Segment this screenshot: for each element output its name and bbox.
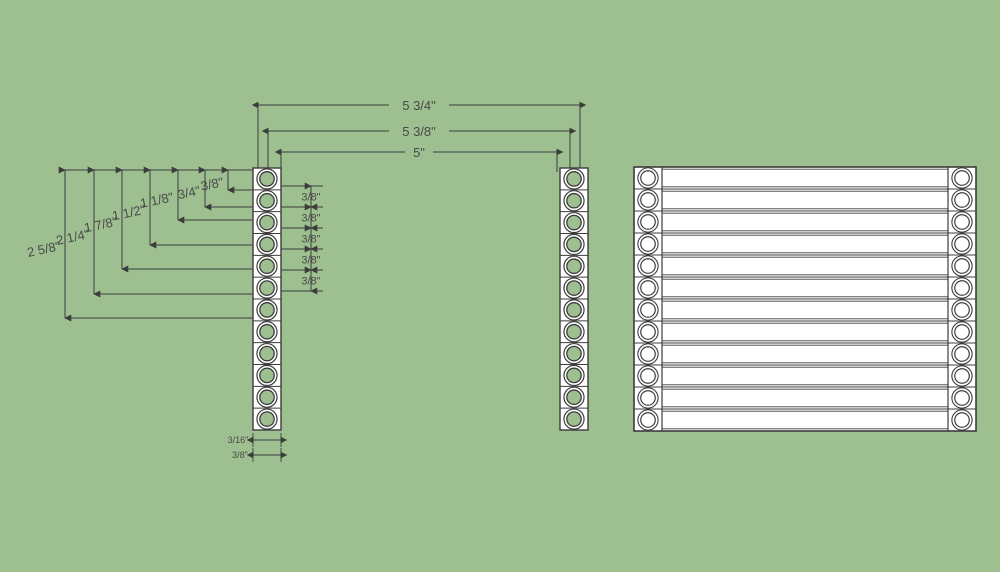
bottom-dimension: 3/8" (232, 448, 288, 462)
rung-end-bore (954, 258, 970, 274)
pitch-dimension-group: 3/8" 3/8" 3/8" 3/8" 3/8" (281, 182, 323, 295)
vertical-dimension-label: 1 7/8" (83, 214, 119, 236)
rung-end-bore (954, 192, 970, 208)
hole-bore (259, 323, 275, 340)
hole-bore (566, 302, 582, 318)
horizontal-dimension: 5 3/4" (251, 98, 587, 172)
rung-end-bore (640, 412, 656, 428)
pitch-dimension-label: 3/8" (301, 213, 320, 225)
rung-end-bore (640, 390, 656, 406)
pitch-dimension-label: 3/8" (301, 234, 320, 246)
rung-end-bore (954, 302, 970, 318)
rung-end-bore (954, 324, 970, 340)
rung-end-bore (954, 368, 970, 384)
rung-end-bore (640, 236, 656, 252)
pitch-dimension: 3/8" (281, 224, 323, 253)
bottom-dimension: 3/16" (228, 433, 288, 447)
hole-bore (566, 236, 582, 253)
hole-bore (259, 302, 275, 318)
assembly-top-view (633, 166, 977, 432)
bottom-dimension-label: 3/16" (228, 435, 249, 445)
hole-bore (259, 389, 275, 406)
rung-end-bore (954, 412, 970, 428)
rung-end-bore (954, 346, 970, 362)
vertical-dimension-label: 3/4" (176, 183, 202, 202)
hole-bore (566, 367, 582, 384)
horizontal-dimension: 5 3/8" (261, 124, 577, 172)
hole-bore (566, 171, 582, 187)
hole-bore (259, 192, 275, 209)
rung-end-bore (640, 280, 656, 296)
vertical-dimension: 1 1/2" (111, 166, 267, 249)
vertical-dimension-group: 2 5/8"2 1/4"1 7/8"1 1/2"1 1/8"3/4"3/8" (26, 166, 267, 322)
right-rail-side-view (559, 167, 589, 431)
vertical-dimension-label: 2 5/8" (26, 238, 62, 260)
rung-end-bore (954, 214, 970, 230)
pitch-dimension: 3/8" (281, 182, 323, 211)
hole-bore (259, 258, 275, 275)
hole-bore (259, 171, 275, 187)
rung-end-bore (954, 390, 970, 406)
pitch-dimension: 3/8" (281, 266, 323, 295)
hole-bore (259, 411, 275, 427)
hole-bore (566, 258, 582, 275)
rung-end-bore (640, 170, 656, 186)
rung-end-bore (640, 324, 656, 340)
pitch-dimension: 3/8" (281, 245, 323, 274)
rung-end-bore (954, 236, 970, 252)
horizontal-dimension: 5" (274, 145, 564, 172)
pitch-dimension: 3/8" (281, 203, 323, 232)
hole-bore (566, 345, 582, 362)
rung-end-bore (954, 280, 970, 296)
rung-end-bore (954, 170, 970, 186)
hole-bore (566, 192, 582, 209)
hole-bore (566, 389, 582, 406)
left-rail-side-view (252, 167, 282, 431)
hole-bore (259, 214, 275, 231)
vertical-dimension: 1 7/8" (83, 166, 267, 273)
horizontal-dimension-label: 5" (413, 145, 425, 160)
hole-bore (566, 280, 582, 296)
pitch-dimension-label: 3/8" (301, 276, 320, 288)
horizontal-dimension-label: 5 3/4" (402, 98, 436, 113)
rung-end-bore (640, 214, 656, 230)
parts-group (252, 166, 977, 432)
horizontal-dimension-label: 5 3/8" (402, 124, 436, 139)
hole-bore (566, 323, 582, 340)
rung-end-bore (640, 258, 656, 274)
vertical-dimension-label: 1 1/8" (139, 189, 175, 211)
vertical-dimension-label: 3/8" (199, 174, 225, 193)
rung-end-bore (640, 192, 656, 208)
vertical-dimension-label: 1 1/2" (111, 202, 147, 224)
hole-bore (259, 280, 275, 296)
hole-bore (566, 214, 582, 231)
vertical-dimension-label: 2 1/4" (55, 226, 91, 248)
hole-bore (259, 367, 275, 384)
hole-bore (259, 345, 275, 362)
bottom-dimension-group: 3/16" 3/8" (228, 433, 288, 462)
hole-bore (566, 411, 582, 427)
hole-bore (259, 236, 275, 253)
bottom-dimension-label: 3/8" (232, 450, 248, 460)
rung-end-bore (640, 346, 656, 362)
pitch-dimension-label: 3/8" (301, 255, 320, 267)
horizontal-dimension-group: 5 3/4" 5 3/8" 5" (251, 98, 587, 172)
pitch-dimension-label: 3/8" (301, 192, 320, 204)
rung-end-bore (640, 368, 656, 384)
rung-end-bore (640, 302, 656, 318)
